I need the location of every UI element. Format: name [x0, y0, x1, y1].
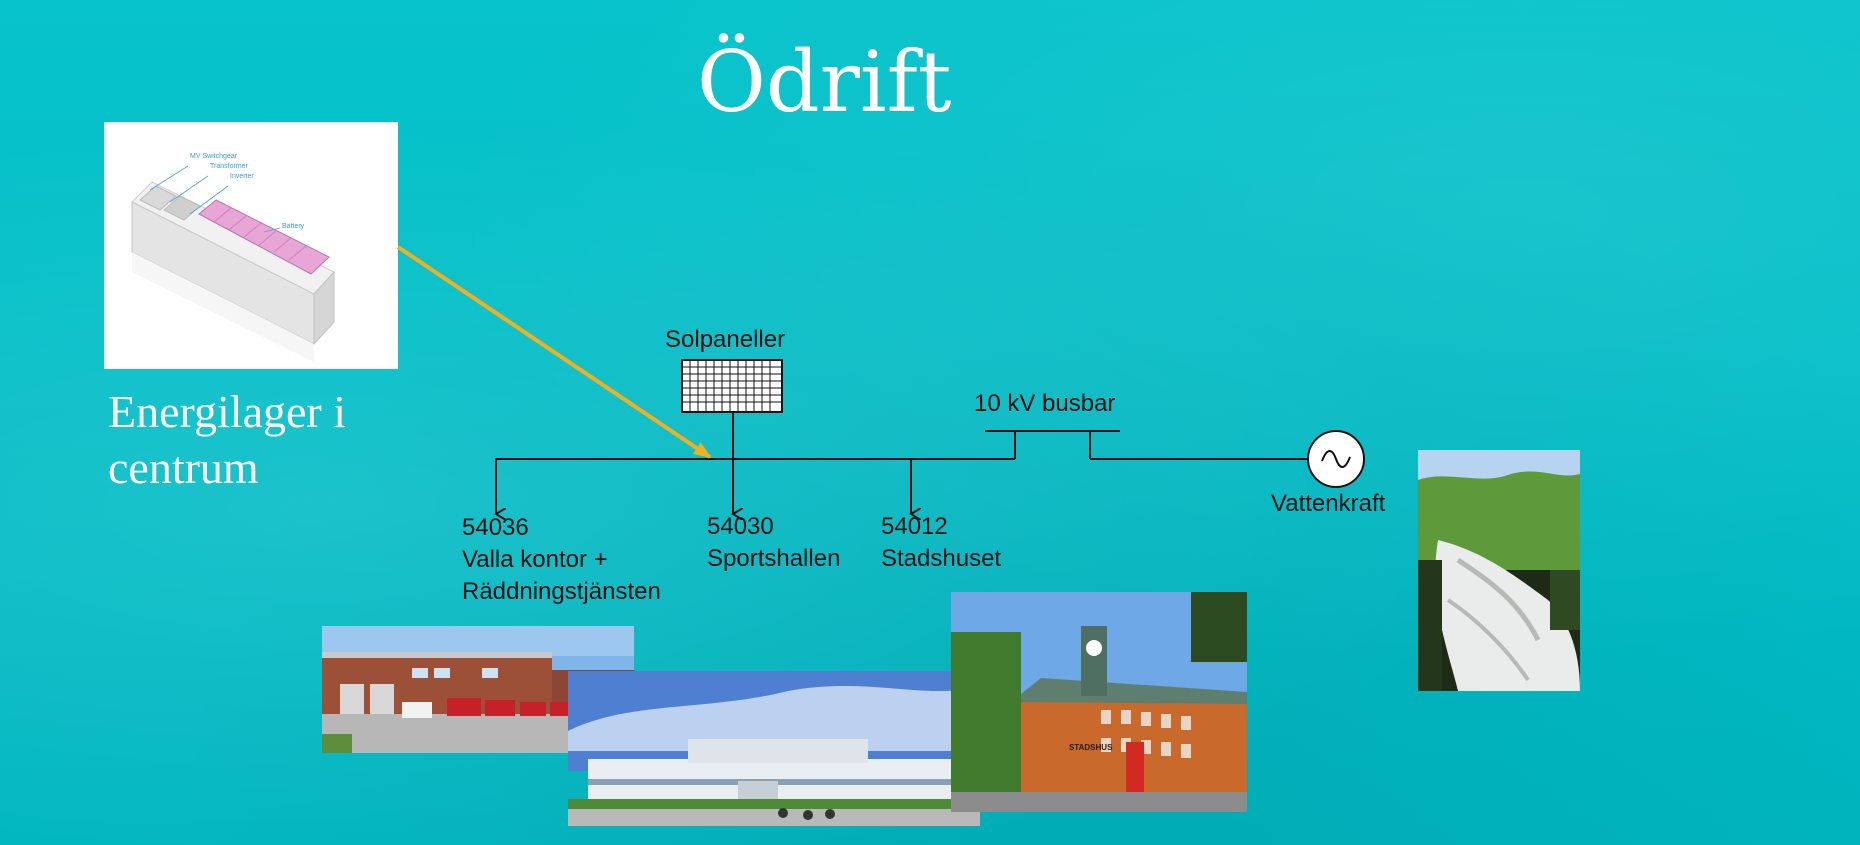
- storage-caption: Energilager i centrum: [108, 384, 438, 496]
- solar-panels-label: Solpaneller: [665, 326, 786, 353]
- storage-label-transformer: Transformer: [210, 163, 248, 170]
- waterfall-photo: [1418, 450, 1580, 691]
- load-54012-id: 54012: [881, 513, 948, 540]
- load-54030-name: Sportshallen: [707, 545, 841, 572]
- busbar-label: 10 kV busbar: [974, 390, 1116, 417]
- load-54036-name-line-1: Valla kontor +: [462, 546, 608, 573]
- storage-label-inverter: Inverter: [230, 173, 254, 180]
- storage-connection-arrow: [396, 245, 712, 459]
- storage-label-battery: Battery: [282, 223, 305, 230]
- hydropower-label: Vattenkraft: [1271, 490, 1386, 517]
- storage-caption-line-2: centrum: [108, 442, 259, 493]
- energy-storage-photo: MV Switchgear Transformer Inverter Batte…: [104, 122, 398, 369]
- load-54030-label: 54030 Sportshallen: [707, 511, 840, 575]
- solar-panel-icon: [681, 359, 783, 413]
- generator-icon: [1307, 430, 1365, 488]
- load-54012-name: Stadshuset: [881, 545, 1002, 572]
- storage-label-mv-switchgear: MV Switchgear: [190, 153, 238, 160]
- town-hall-sign: STADSHUS: [1069, 743, 1113, 752]
- load-54036-name-line-2: Räddningstjänsten: [462, 578, 661, 605]
- load-54012-label: 54012 Stadshuset: [881, 511, 1001, 575]
- slide-title: Ödrift: [697, 33, 952, 131]
- sports-hall-photo: [568, 671, 980, 826]
- town-hall-photo: STADSHUS: [951, 592, 1247, 812]
- load-54030-id: 54030: [707, 513, 774, 540]
- load-54036-id: 54036: [462, 514, 529, 541]
- storage-caption-line-1: Energilager i: [108, 386, 346, 437]
- load-54036-label: 54036 Valla kontor + Räddningstjänsten: [462, 512, 661, 608]
